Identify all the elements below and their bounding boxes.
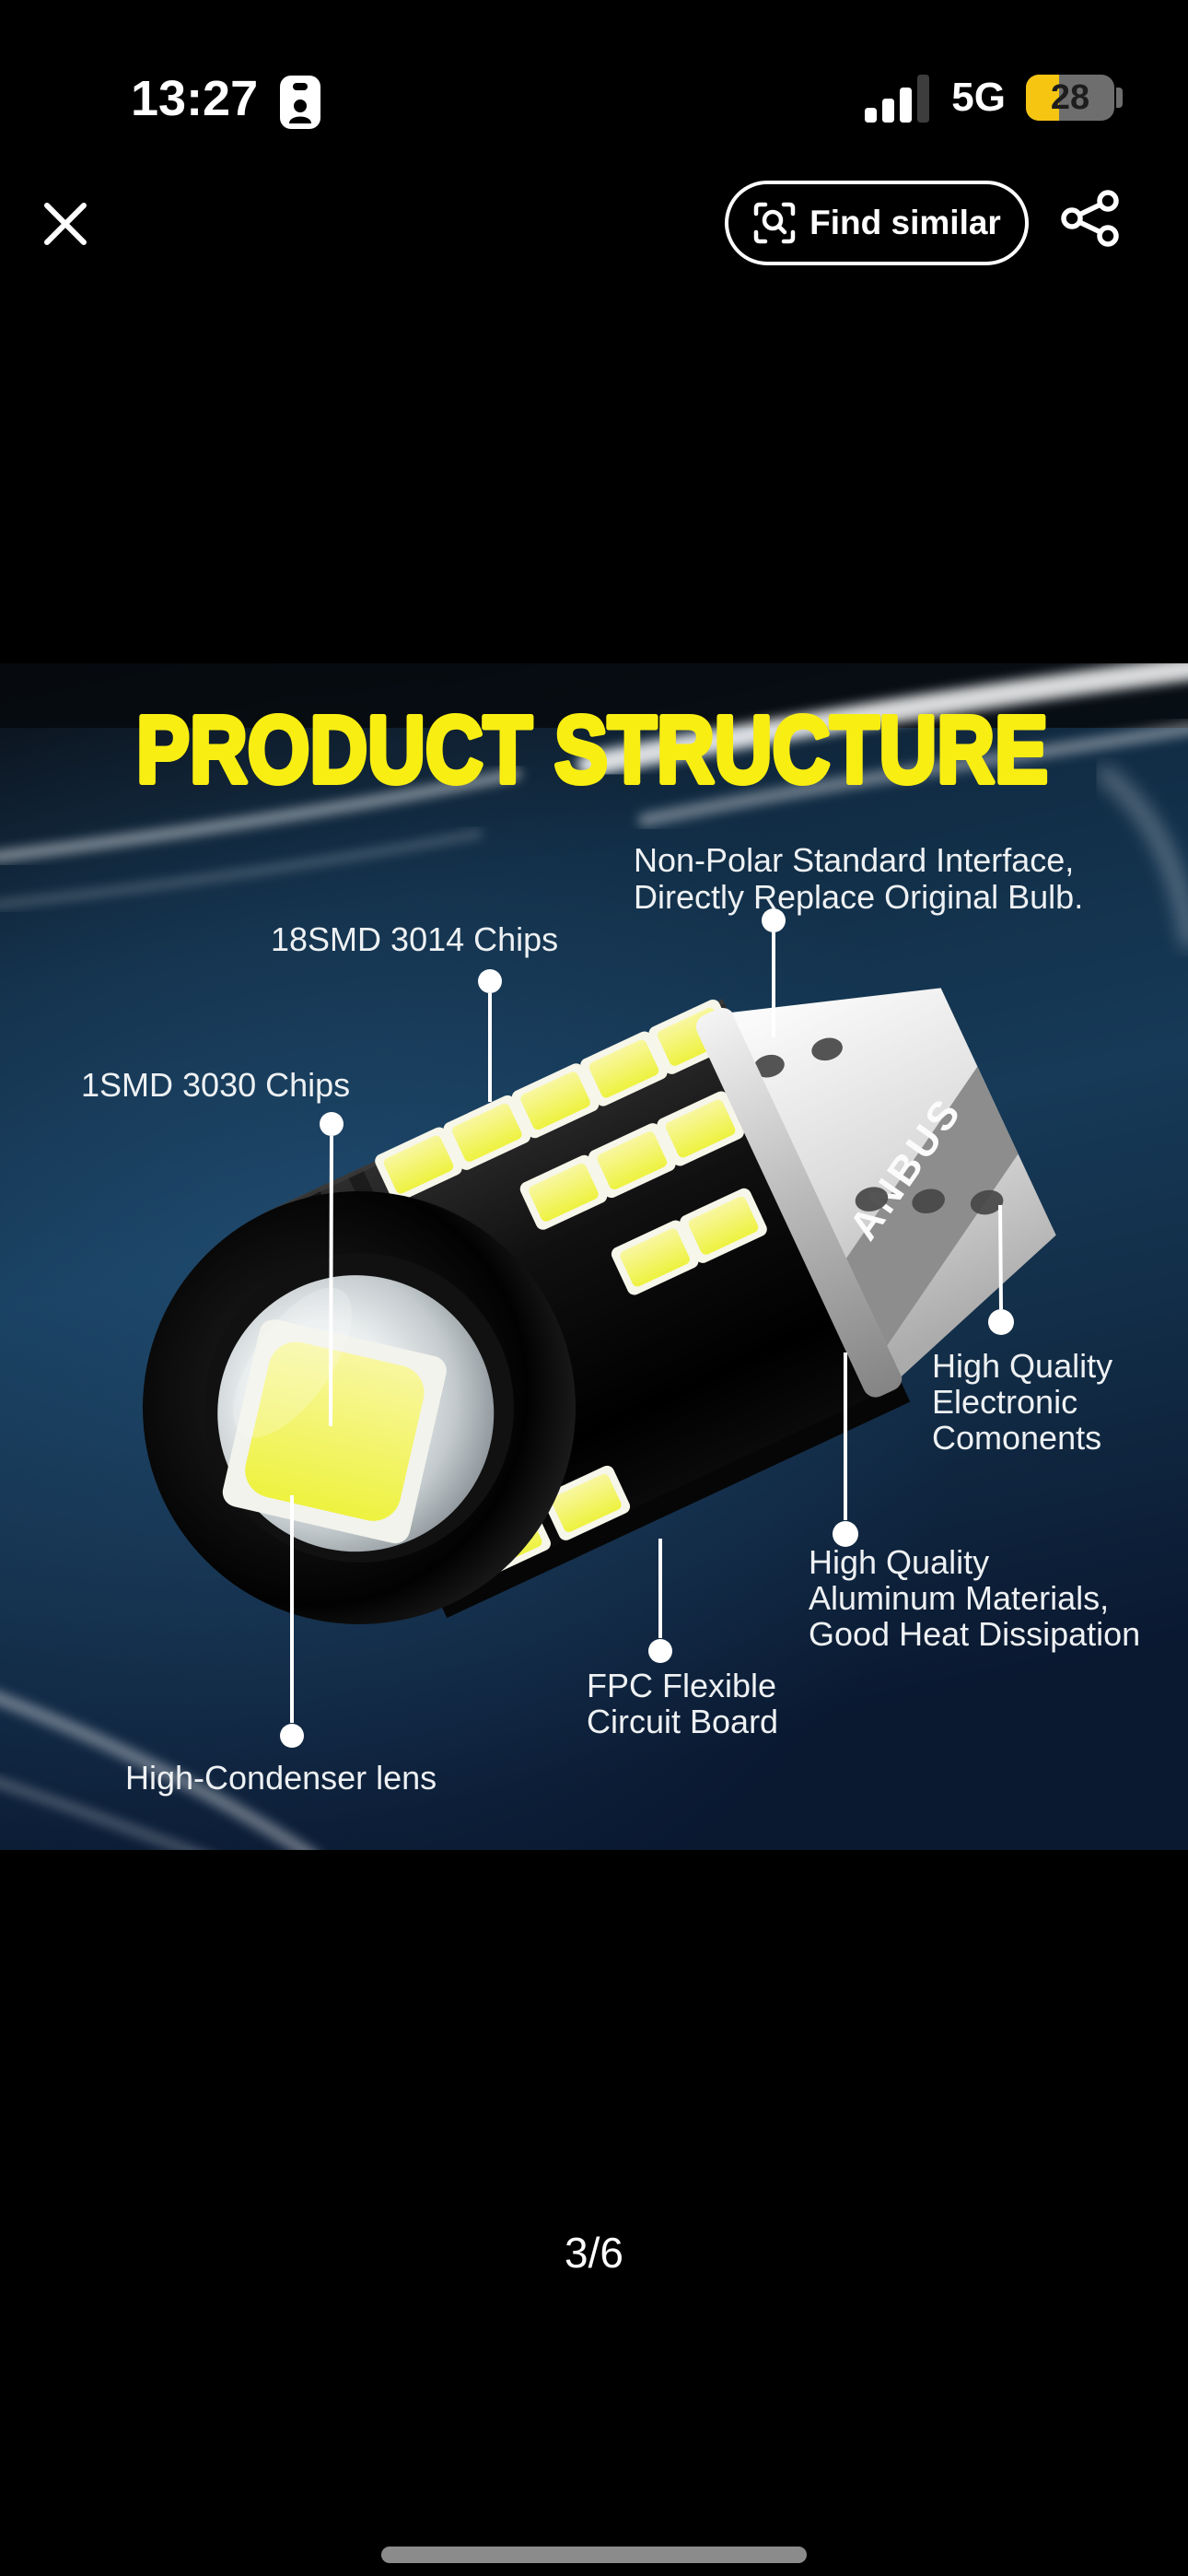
callout-lens: High-Condenser lens [125,1759,437,1797]
smd-chip [443,1095,531,1170]
smd-chip [657,1091,744,1166]
battery-indicator: 28 [1026,75,1123,121]
status-right-cluster: 5G 28 [865,70,1123,125]
callout-electronic-line1: High Quality [932,1347,1112,1385]
smd-chip [542,1465,631,1540]
led-bulb-illustration: ANBUS [143,965,1083,1624]
callout-electronic-line3: Comonents [932,1419,1101,1457]
image-viewer-toolbar: Find similar [0,175,1188,276]
product-image-viewer[interactable]: ANBUS [0,656,1188,1864]
smd-chip [375,1127,462,1202]
smd-chip [580,1031,668,1107]
close-icon [44,203,87,245]
find-similar-button[interactable]: Find similar [725,181,1029,265]
battery-fill-level [1026,75,1059,121]
network-type-label: 5G [951,75,1006,120]
status-time: 13:27 [131,71,259,126]
callout-aluminum-line3: Good Heat Dissipation [809,1615,1140,1653]
close-button[interactable] [33,192,98,256]
front-lens-cap [143,1191,576,1624]
connector-holes [753,1037,1004,1215]
smd-chip [588,1123,676,1199]
callout-aluminum-line2: Aluminum Materials, [809,1579,1109,1617]
smd-chip [611,1220,699,1295]
smd-chip-rows [375,999,767,1578]
smd-chip [511,1063,600,1139]
find-similar-label: Find similar [809,204,1001,241]
callout-fpc-line2: Circuit Board [587,1703,778,1740]
share-icon [1061,189,1119,247]
battery-nub [1116,88,1123,108]
share-button[interactable] [1057,186,1124,252]
callout-non-polar-line2: Directly Replace Original Bulb. [634,878,1083,916]
callout-1smd: 1SMD 3030 Chips [81,1066,350,1104]
callout-fpc-line1: FPC Flexible [587,1667,776,1704]
callout-non-polar-line1: Non-Polar Standard Interface, [634,841,1074,879]
lens-gloss [233,1287,352,1438]
product-structure-image: ANBUS [0,656,1188,1864]
fpc-board-edge [438,1383,911,1619]
silver-collar [695,1007,903,1398]
callout-electronic-line2: Electronic [932,1383,1077,1421]
battery-percent-label: 28 [1050,77,1090,117]
smd-chip [519,1154,608,1230]
status-bar: 13:27 5G 28 [0,0,1188,157]
focus-person-icon [280,76,320,129]
callout-18smd: 18SMD 3014 Chips [271,920,558,958]
image-title: PRODUCT STRUCTURE [136,697,1048,802]
image-search-icon [753,202,796,244]
smd-chip [680,1188,767,1263]
callout-labels: Non-Polar Standard Interface, Directly R… [81,841,1140,1797]
page-indicator: 3/6 [565,2229,623,2277]
signal-strength-icon [865,75,930,123]
callout-lines [280,908,1014,1748]
led-chip-3030 [222,1319,447,1544]
home-indicator[interactable] [381,2547,807,2563]
callout-aluminum-line1: High Quality [809,1543,989,1581]
